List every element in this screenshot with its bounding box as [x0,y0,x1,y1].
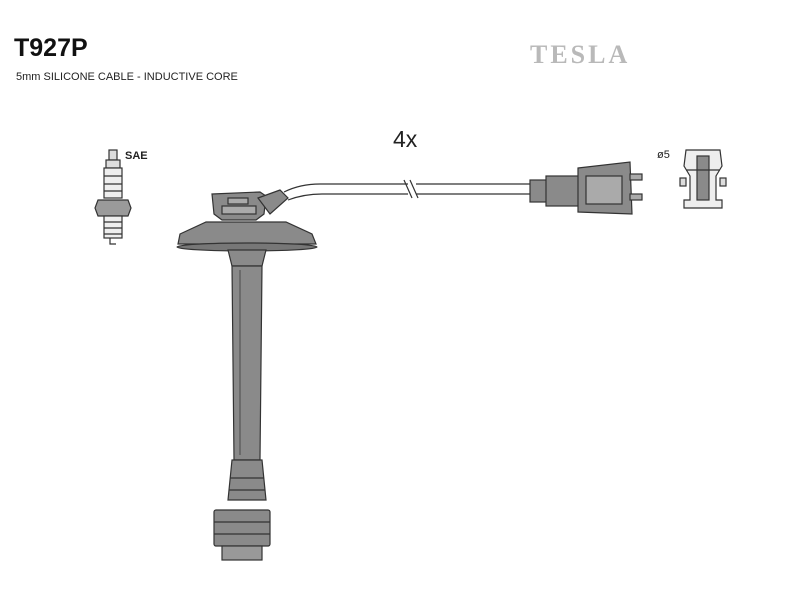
distributor-connector-icon [529,161,643,215]
terminal-diameter-label: ø5 [657,149,670,161]
quantity-label: 4x [393,126,418,152]
cable-description: 5mm SILICONE CABLE - INDUCTIVE CORE [16,71,238,83]
plug-boot-icon [176,189,318,561]
brand-logo: TESLA [530,40,631,69]
spark-plug-type-label: SAE [125,150,148,162]
part-code: T927P [14,34,88,62]
terminal-icon [679,149,727,209]
spark-plug-icon [94,149,132,245]
cable-icon [283,179,530,201]
